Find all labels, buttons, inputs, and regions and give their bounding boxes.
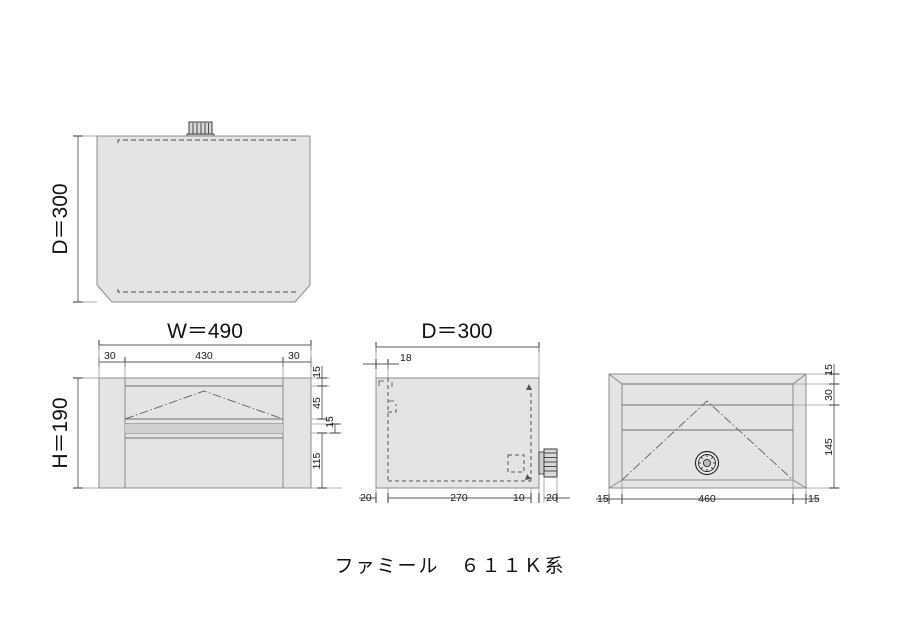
dim-front-30-right: 30 — [288, 350, 300, 362]
dim-front-right-subdivisions: 15 45 15 115 — [311, 366, 342, 489]
knurled-knob-side-icon — [538, 448, 558, 478]
rear-view: 15 30 145 15 460 15 — [596, 364, 840, 505]
dim-side-bottom: 20 270 10 20 — [359, 478, 570, 504]
dim-rear-15-left: 15 — [597, 493, 609, 505]
dim-rear-145: 145 — [823, 438, 835, 456]
dim-rear-15: 15 — [823, 364, 835, 376]
dim-label-width: W＝490 — [167, 320, 243, 343]
dim-front-430: 430 — [195, 350, 213, 362]
dim-side-18-label: 18 — [400, 352, 412, 364]
dim-rear-460: 460 — [698, 493, 716, 505]
side-view-corner-bracket-tl — [378, 380, 384, 386]
dim-label-depth-top-view: D＝300 — [49, 183, 72, 254]
front-view: W＝490 30 430 30 — [49, 320, 342, 489]
dim-front-15-b: 15 — [324, 416, 336, 428]
top-view-body — [96, 135, 311, 303]
dim-side-20-right: 20 — [546, 492, 558, 504]
dim-front-height: H＝190 — [49, 377, 99, 489]
dim-front-30-left: 30 — [104, 350, 116, 362]
front-view-open-chevron — [124, 390, 284, 420]
rear-view-bevel-right — [792, 373, 807, 489]
side-view: D＝300 18 — [359, 320, 570, 504]
dim-side-270: 270 — [450, 492, 468, 504]
side-view-arrow-up — [526, 384, 532, 390]
dim-side-18: 18 — [363, 352, 412, 378]
front-view-slot — [125, 424, 283, 433]
rear-view-bevel-left — [608, 373, 623, 489]
dim-side-depth-overall — [375, 342, 540, 378]
dim-rear-bottom: 15 460 15 — [596, 480, 820, 505]
dim-rear-15-right: 15 — [808, 493, 820, 505]
dim-label-height: H＝190 — [49, 397, 72, 468]
top-view-inner-dashed-top — [117, 139, 297, 143]
dim-front-115: 115 — [311, 452, 323, 469]
dim-front-15-a: 15 — [311, 366, 323, 378]
dim-top-view-depth: D＝300 — [49, 135, 97, 303]
dim-side-20-left: 20 — [360, 492, 372, 504]
top-view: D＝300 — [49, 121, 311, 303]
side-view-lock-box — [507, 454, 525, 473]
dial-lock-icon — [694, 450, 720, 476]
dim-rear-right: 15 30 145 — [793, 364, 840, 489]
dim-front-45: 45 — [311, 397, 323, 409]
side-view-tab-c — [388, 404, 397, 413]
dim-side-10: 10 — [513, 492, 525, 504]
dim-label-depth-side-view: D＝300 — [421, 320, 492, 343]
knurled-knob-top-icon — [186, 121, 215, 138]
rear-view-open-chevron — [621, 400, 794, 481]
side-view-body — [375, 377, 540, 489]
top-view-inner-dashed-bottom — [117, 289, 297, 293]
drawing-caption: ファミール ６１１Ｋ系 — [334, 555, 565, 577]
side-view-arrow-down — [525, 474, 531, 480]
dim-rear-30: 30 — [823, 389, 835, 401]
